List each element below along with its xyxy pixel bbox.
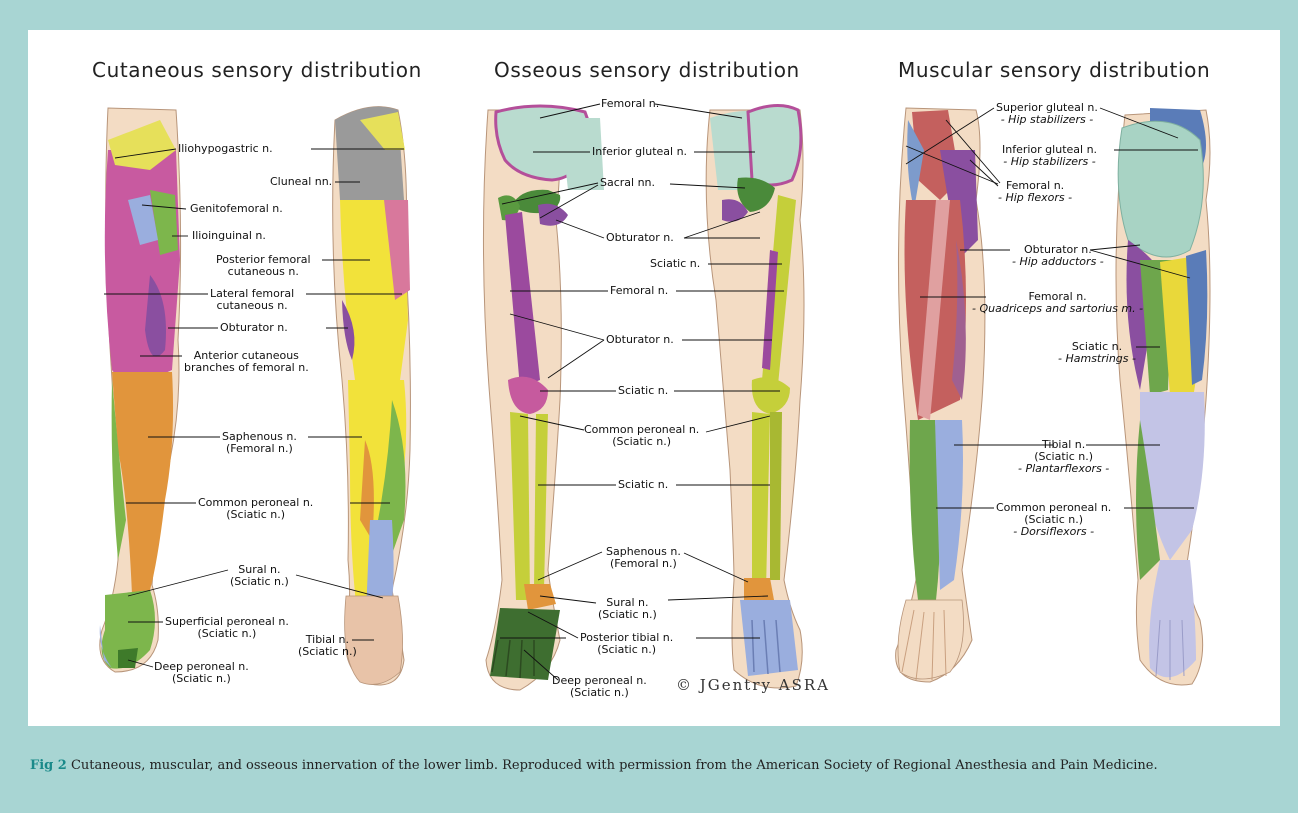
caption-fig-number: Fig 2 xyxy=(30,758,67,773)
label-obturator: Obturator n. xyxy=(220,322,288,334)
label-saphenous: Saphenous n.(Femoral n.) xyxy=(222,431,297,455)
label-osseous-obturator-1: Obturator n. xyxy=(606,232,674,244)
caption-text: Cutaneous, muscular, and osseous innerva… xyxy=(71,758,1158,773)
label-deep-peroneal: Deep peroneal n.(Sciatic n.) xyxy=(154,661,249,685)
muscular-posterior-leg xyxy=(1116,108,1210,685)
label-osseous-femoral-mid: Femoral n. xyxy=(610,285,668,297)
label-muscular-femoral-2: Femoral n.- Quadriceps and sartorius m. … xyxy=(972,291,1143,315)
osseous-left-leg xyxy=(483,106,604,690)
label-osseous-posterior-tibial: Posterior tibial n.(Sciatic n.) xyxy=(580,632,673,656)
label-common-peroneal: Common peroneal n.(Sciatic n.) xyxy=(198,497,313,521)
label-osseous-common-peroneal: Common peroneal n.(Sciatic n.) xyxy=(584,424,699,448)
label-muscular-common-peroneal: Common peroneal n.(Sciatic n.)- Dorsifle… xyxy=(996,502,1111,538)
label-iliohypogastric: Iliohypogastric n. xyxy=(178,143,273,155)
label-osseous-saphenous: Saphenous n.(Femoral n.) xyxy=(606,546,681,570)
label-osseous-femoral-top: Femoral n. xyxy=(601,98,659,110)
label-tibial: Tibial n.(Sciatic n.) xyxy=(298,634,357,658)
label-osseous-inferior-gluteal: Inferior gluteal n. xyxy=(592,146,687,158)
label-osseous-deep-peroneal: Deep peroneal n.(Sciatic n.) xyxy=(552,675,647,699)
label-genitofemoral: Genitofemoral n. xyxy=(190,203,283,215)
label-muscular-sciatic: Sciatic n.- Hamstrings - xyxy=(1058,341,1136,365)
label-muscular-tibial: Tibial n.(Sciatic n.)- Plantarflexors - xyxy=(1018,439,1109,475)
label-osseous-obturator-2: Obturator n. xyxy=(606,334,674,346)
label-cluneal: Cluneal nn. xyxy=(270,176,332,188)
label-sural: Sural n.(Sciatic n.) xyxy=(230,564,289,588)
label-osseous-sciatic-2: Sciatic n. xyxy=(618,385,668,397)
osseous-right-leg xyxy=(706,105,804,688)
signature: © JGentry ASRA xyxy=(676,676,830,694)
label-osseous-sciatic-1: Sciatic n. xyxy=(650,258,700,270)
figure-caption: Fig 2 Cutaneous, muscular, and osseous i… xyxy=(30,756,1275,776)
label-muscular-superior-gluteal: Superior gluteal n.- Hip stabilizers - xyxy=(996,102,1098,126)
label-superficial-peroneal: Superficial peroneal n.(Sciatic n.) xyxy=(165,616,289,640)
cutaneous-anterior-leg xyxy=(100,108,181,672)
cutaneous-posterior-leg xyxy=(333,107,411,685)
label-muscular-femoral-1: Femoral n.- Hip flexors - xyxy=(998,180,1072,204)
label-osseous-sacral: Sacral nn. xyxy=(600,177,655,189)
label-ilioinguinal: Ilioinguinal n. xyxy=(192,230,266,242)
label-muscular-obturator: Obturator n.- Hip adductors - xyxy=(1012,244,1104,268)
label-osseous-sciatic-3: Sciatic n. xyxy=(618,479,668,491)
muscular-anterior-leg xyxy=(896,108,985,682)
label-muscular-inferior-gluteal: Inferior gluteal n.- Hip stabilizers - xyxy=(1002,144,1097,168)
label-osseous-sural: Sural n.(Sciatic n.) xyxy=(598,597,657,621)
